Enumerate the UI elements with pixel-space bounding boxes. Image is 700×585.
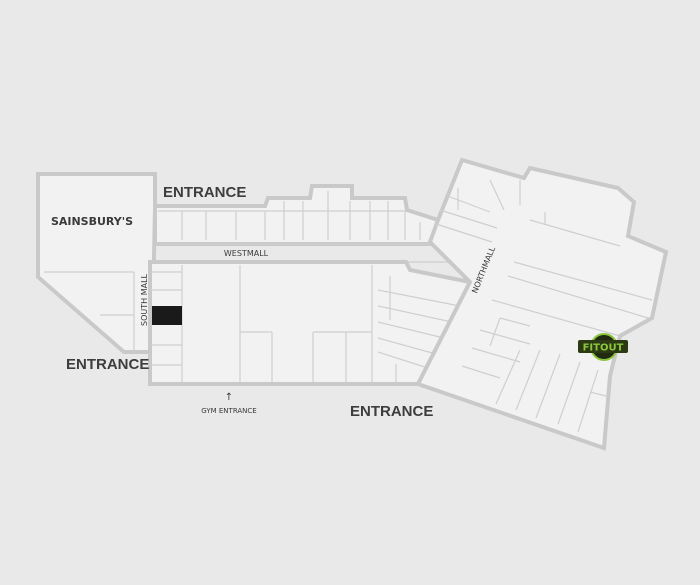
- entrance-label-south: ENTRANCE: [350, 403, 433, 420]
- south-mall-label: SOUTH MALL: [140, 273, 149, 326]
- gym-entrance-arrow-icon: ↑: [225, 392, 233, 403]
- east-shop-wing: [415, 157, 669, 451]
- svg-text:FITOUT: FITOUT: [583, 343, 624, 354]
- west-mall-label: WESTMALL: [224, 249, 269, 258]
- highlighted-unit[interactable]: [152, 306, 182, 325]
- entrance-label-west: ENTRANCE: [66, 356, 149, 373]
- gym-entrance-label[interactable]: GYM ENTRANCE: [201, 407, 256, 415]
- sainsburys-block[interactable]: [36, 172, 157, 354]
- fitout-logo-icon[interactable]: FITOUT: [578, 333, 628, 361]
- west-mall-corridor: [150, 243, 468, 263]
- entrance-label-north: ENTRANCE: [163, 184, 246, 201]
- central-shop-block: [148, 260, 473, 386]
- sainsburys-label[interactable]: SAINSBURY'S: [51, 215, 133, 228]
